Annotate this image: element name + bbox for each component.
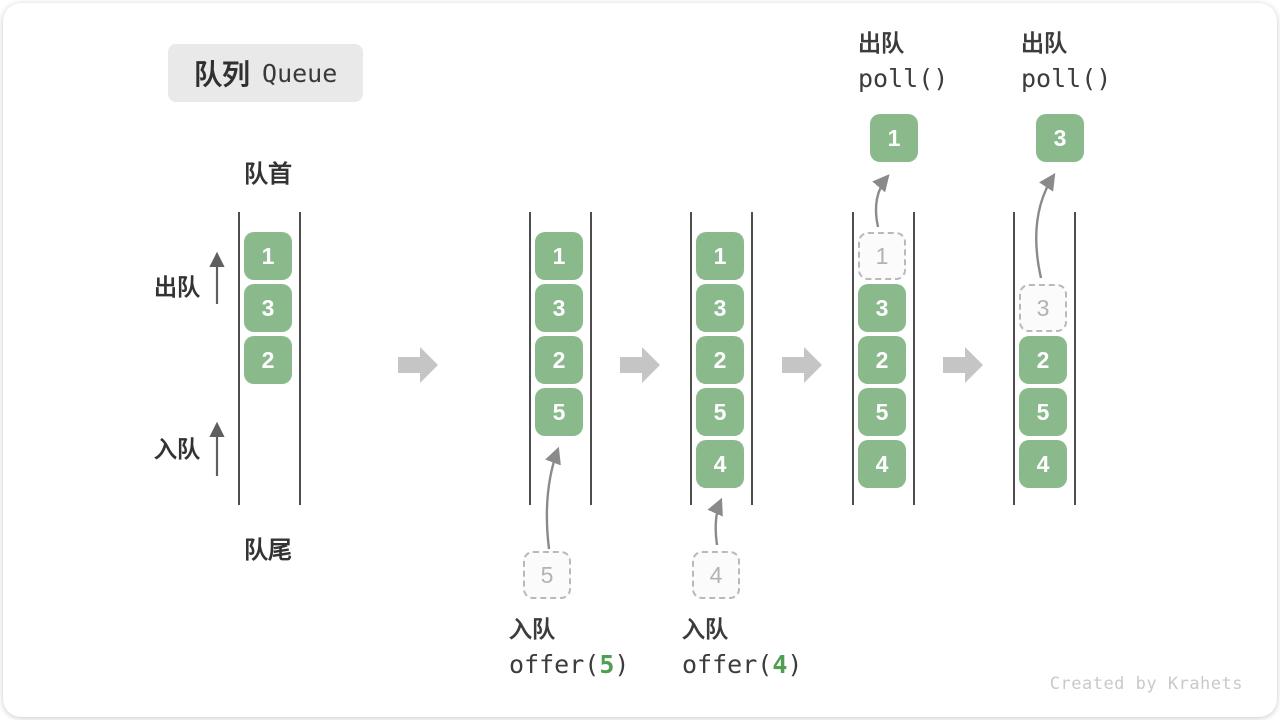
queue-front-label: 队首 xyxy=(244,161,292,188)
pending-cell: 5 xyxy=(523,551,571,599)
queue-cell: 2 xyxy=(1019,336,1067,384)
queue2-right-wall xyxy=(590,212,592,505)
queue1-left-wall xyxy=(238,212,240,505)
queue-rear-label: 队尾 xyxy=(244,537,292,564)
queue-cell: 5 xyxy=(535,388,583,436)
dequeue-side-label: 出队 xyxy=(154,274,200,300)
queue-cell: 3 xyxy=(858,284,906,332)
queue-cell: 5 xyxy=(858,388,906,436)
diagram-card xyxy=(3,3,1277,717)
dequeue-op-label: 出队 poll() xyxy=(858,30,949,93)
queue-cell: 3 xyxy=(535,284,583,332)
dequeue-op-code: poll() xyxy=(1021,64,1112,93)
queue3-right-wall xyxy=(751,212,753,505)
enqueue-op-code: offer(5) xyxy=(509,652,629,677)
queue-cell: 3 xyxy=(244,284,292,332)
enqueue-op-label: 入队 offer(4) xyxy=(682,616,802,678)
enqueue-op-zh: 入队 xyxy=(682,616,728,642)
queue-cell: 2 xyxy=(696,336,744,384)
queue-cell: 2 xyxy=(858,336,906,384)
queue2-left-wall xyxy=(529,212,531,505)
queue-cell: 3 xyxy=(696,284,744,332)
queue-cell: 5 xyxy=(696,388,744,436)
code-arg: 5 xyxy=(599,650,615,679)
polled-cell: 1 xyxy=(870,114,918,162)
dequeue-op-code: poll() xyxy=(858,64,949,93)
queue-cell: 4 xyxy=(858,440,906,488)
queue-cell: 1 xyxy=(244,232,292,280)
queue-cell: 5 xyxy=(1019,388,1067,436)
title-zh: 队列 xyxy=(194,59,251,90)
code-fn: offer( xyxy=(509,650,600,679)
queue3-left-wall xyxy=(690,212,692,505)
queue5-left-wall xyxy=(1013,212,1015,505)
queue-cell-ghost: 1 xyxy=(858,232,906,280)
dequeue-op-zh: 出队 xyxy=(1021,30,1067,56)
enqueue-op-label: 入队 offer(5) xyxy=(509,616,629,678)
queue4-left-wall xyxy=(852,212,854,505)
title-en: Queue xyxy=(262,58,338,88)
queue-cell: 2 xyxy=(244,336,292,384)
queue-cell: 4 xyxy=(1019,440,1067,488)
queue-cell: 1 xyxy=(696,232,744,280)
code-arg: 4 xyxy=(772,650,788,679)
queue4-right-wall xyxy=(913,212,915,505)
title-badge: 队列 Queue xyxy=(168,44,364,102)
enqueue-op-zh: 入队 xyxy=(509,616,555,642)
code-fn: offer( xyxy=(682,650,773,679)
pending-cell: 4 xyxy=(692,551,740,599)
watermark: Created by Krahets xyxy=(1049,674,1243,694)
code-close: ) xyxy=(787,650,803,679)
polled-cell: 3 xyxy=(1036,114,1084,162)
queue-cell: 4 xyxy=(696,440,744,488)
queue-cell: 1 xyxy=(535,232,583,280)
queue5-right-wall xyxy=(1074,212,1076,505)
dequeue-op-zh: 出队 xyxy=(858,30,904,56)
queue-cell: 2 xyxy=(535,336,583,384)
enqueue-op-code: offer(4) xyxy=(682,652,802,677)
queue-cell-ghost: 3 xyxy=(1019,284,1067,332)
dequeue-op-label: 出队 poll() xyxy=(1021,30,1112,93)
enqueue-side-label: 入队 xyxy=(154,436,200,462)
queue1-right-wall xyxy=(299,212,301,505)
code-close: ) xyxy=(614,650,630,679)
